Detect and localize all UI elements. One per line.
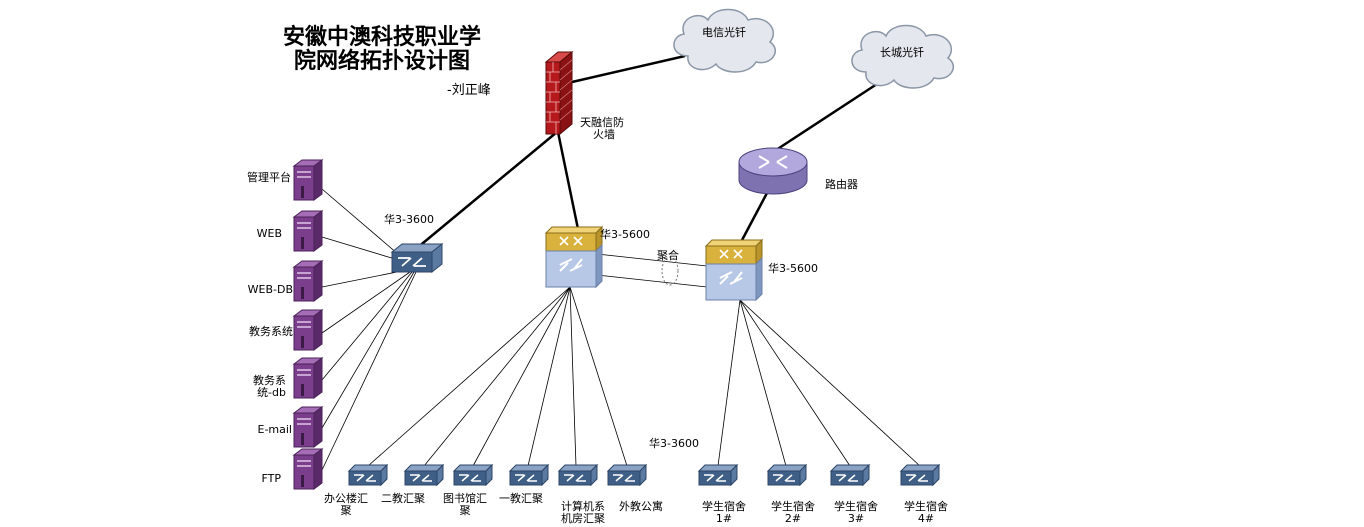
server-label: FTP [262, 472, 282, 485]
access-switch-label: 图书馆汇 [443, 491, 487, 505]
link-core-access-4 [569, 286, 577, 467]
server-list: 管理平台 WEB WEB-DB 教务系统 教务系 统-db E-mail FTP [247, 159, 323, 490]
access-switch-label: 外教公寓 [619, 499, 663, 513]
server-switch-icon [390, 242, 444, 274]
server-label: 教务系 [253, 374, 286, 387]
server-label-line2: 统-db [257, 386, 286, 399]
dorm-switch-label: 学生宿舍 [904, 499, 948, 513]
access-switch-icon [453, 464, 493, 486]
telecom-cloud: 电信光钎 [673, 8, 776, 73]
router-icon [738, 147, 808, 195]
link-core-dorm-b [596, 274, 708, 288]
server-icon [293, 159, 323, 201]
core-switch-label: 华3-5600 [600, 227, 650, 241]
dorm-switch-icon [767, 464, 807, 486]
dorm-core-switch-label: 华3-5600 [768, 261, 818, 275]
author-label: -刘正峰 [447, 83, 491, 98]
aggregation-oval [661, 256, 679, 286]
dorm-switch-label: 学生宿舍 [771, 499, 815, 513]
title-line1: 安徽中澳科技职业学 [283, 24, 481, 50]
access-switch-icon [509, 464, 549, 486]
access-switch-label: 二教汇聚 [381, 492, 425, 505]
dorm-switch-list: 学生宿舍 1# 学生宿舍 2# 学生宿舍 3# 学生宿舍 4# [698, 464, 948, 525]
core-switch-icon [545, 226, 603, 288]
access-switch-label-line2: 聚 [341, 504, 352, 517]
link-dorm-3 [739, 299, 921, 467]
server-switch-label: 华3-3600 [384, 212, 434, 226]
access-model-label: 华3-3600 [649, 436, 699, 450]
link-core-access-3 [527, 286, 571, 467]
access-switch-label: 计算机系 [561, 499, 605, 513]
access-switch-icon [607, 464, 647, 486]
server-label: WEB [257, 227, 282, 240]
dorm-switch-icon [698, 464, 738, 486]
server-label: 管理平台 [247, 170, 291, 184]
server-icon [293, 406, 323, 448]
link-firewall-telecom [571, 54, 686, 84]
thick-links [416, 54, 881, 249]
access-switch-icon [404, 464, 444, 486]
link-server-6 [321, 271, 417, 471]
server-icon [293, 260, 323, 302]
dorm-switch-icon [900, 464, 940, 486]
link-server-2 [321, 269, 408, 288]
server-icon [293, 210, 323, 252]
link-core-dorm-a [596, 253, 708, 267]
dorm-core-switch-icon [705, 239, 763, 301]
firewall-label-line1: 天融信防 [580, 115, 624, 129]
link-server-4 [321, 271, 413, 381]
access-switch-label-line2: 聚 [460, 504, 471, 517]
server-icon [293, 448, 323, 490]
dorm-switch-label-line2: 3# [848, 512, 864, 525]
access-switch-label: 办公楼汇 [324, 491, 368, 505]
dorm-switch-label-line2: 2# [785, 512, 801, 525]
link-router-dorm-core [739, 192, 769, 243]
server-label: WEB-DB [248, 283, 293, 296]
thin-links [321, 188, 921, 471]
server-icon [293, 357, 323, 399]
link-dorm-0 [717, 299, 741, 467]
link-server-3 [321, 271, 411, 334]
dorm-switch-label: 学生宿舍 [834, 499, 878, 513]
link-server-5 [321, 271, 415, 429]
access-switch-label: 一教汇聚 [499, 492, 543, 505]
server-icon [293, 309, 323, 351]
access-switch-list: 办公楼汇 聚 二教汇聚 图书馆汇 聚 一教汇聚 计算机系 机房汇聚 外教公寓 [324, 464, 663, 525]
firewall-label-line2: 火墙 [593, 127, 615, 141]
link-server-0 [321, 188, 406, 261]
link-core-access-2 [472, 286, 571, 467]
access-switch-icon [348, 464, 388, 486]
aggregation-label: 聚合 [657, 248, 679, 262]
link-core-access-1 [423, 286, 571, 467]
dorm-switch-label-line2: 1# [716, 512, 732, 525]
dorm-switch-label: 学生宿舍 [702, 499, 746, 513]
link-router-greatwall [772, 80, 881, 154]
firewall-icon [544, 50, 574, 136]
access-switch-label-line2: 机房汇聚 [561, 511, 605, 525]
link-dorm-2 [739, 299, 851, 467]
link-core-access-0 [367, 286, 571, 467]
link-server-1 [321, 236, 406, 263]
dorm-switch-label-line2: 4# [918, 512, 934, 525]
dorm-switch-icon [830, 464, 870, 486]
title-line2: 院网络拓扑设计图 [294, 48, 470, 74]
telecom-cloud-label: 电信光钎 [702, 25, 746, 39]
server-label: 教务系统 [249, 325, 293, 338]
link-dorm-1 [739, 299, 787, 467]
server-label: E-mail [258, 423, 293, 436]
link-firewall-core [556, 131, 580, 230]
router-label: 路由器 [825, 177, 858, 191]
link-firewall-server-switch [416, 131, 558, 249]
greatwall-cloud-label: 长城光钎 [880, 45, 924, 59]
access-switch-icon [558, 464, 598, 486]
link-core-access-5 [569, 286, 628, 467]
greatwall-cloud: 长城光钎 [851, 24, 954, 89]
